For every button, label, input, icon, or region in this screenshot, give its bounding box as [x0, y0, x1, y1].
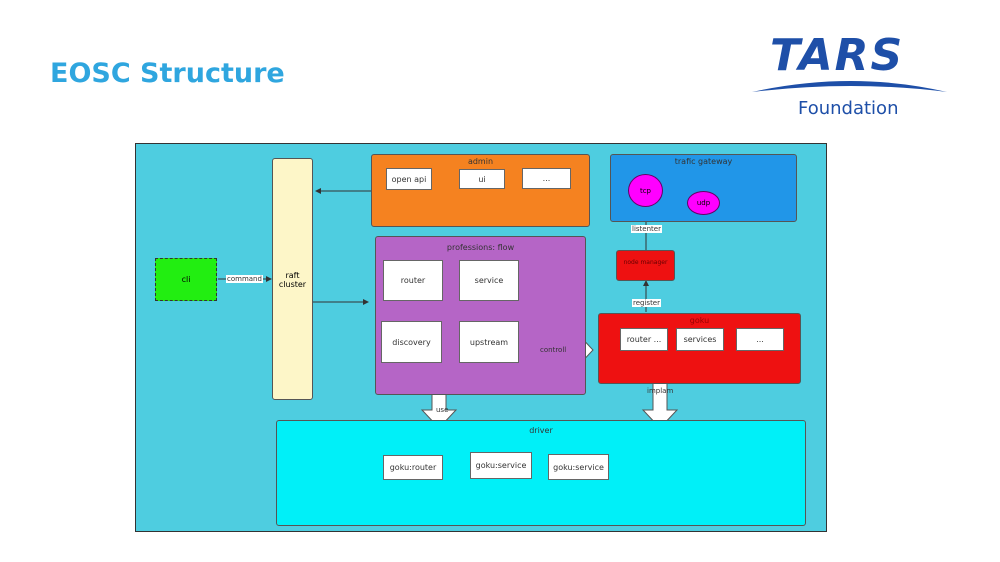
driver-service-box: goku:service	[470, 452, 532, 479]
diagram-canvas: cli command raft cluster admin open api …	[135, 143, 827, 532]
discovery-box: discovery	[381, 321, 442, 363]
controll-label: controll	[540, 346, 567, 354]
goku-group: goku router ... services ...	[598, 313, 801, 384]
command-label: command	[226, 275, 263, 283]
driver-label: driver	[529, 426, 553, 435]
goku-more-box: ...	[736, 328, 784, 351]
open-api-box: open api	[386, 168, 432, 190]
upstream-box: upstream	[459, 321, 519, 363]
driver-service-box-2: goku:service	[548, 454, 609, 480]
flow-label: professions: flow	[446, 243, 515, 252]
admin-group: admin open api ui ...	[371, 154, 590, 227]
listener-label: listenter	[631, 225, 662, 233]
use-arrow	[420, 391, 458, 429]
logo-subtext: Foundation	[798, 98, 899, 119]
professions-flow: professions: flow router service discove…	[375, 236, 586, 395]
register-label: register	[632, 299, 661, 307]
tcp-node: tcp	[628, 174, 663, 207]
logo-text: TARS	[770, 30, 905, 81]
ui-box: ui	[459, 169, 505, 189]
udp-node: udp	[687, 191, 720, 215]
slide-title: EOSC Structure	[50, 58, 285, 89]
admin-more-box: ...	[522, 168, 571, 189]
node-manager: node manager	[616, 250, 675, 281]
router-box: router	[383, 260, 443, 301]
traffic-gateway: trafic gateway tcp udp	[610, 154, 797, 222]
driver-group: driver goku:router goku:service goku:ser…	[276, 420, 806, 526]
driver-router-box: goku:router	[383, 455, 443, 480]
implam-label: implam	[647, 387, 674, 395]
goku-router-box: router ...	[620, 328, 668, 351]
traffic-label: trafic gateway	[674, 157, 733, 166]
goku-services-box: services	[676, 328, 724, 351]
cli-node: cli	[155, 258, 217, 301]
admin-label: admin	[467, 157, 494, 166]
goku-label: goku	[689, 316, 710, 325]
tars-logo	[752, 81, 947, 92]
service-box: service	[459, 260, 519, 301]
raft-cluster: raft cluster	[272, 158, 313, 400]
use-label: use	[436, 406, 449, 414]
